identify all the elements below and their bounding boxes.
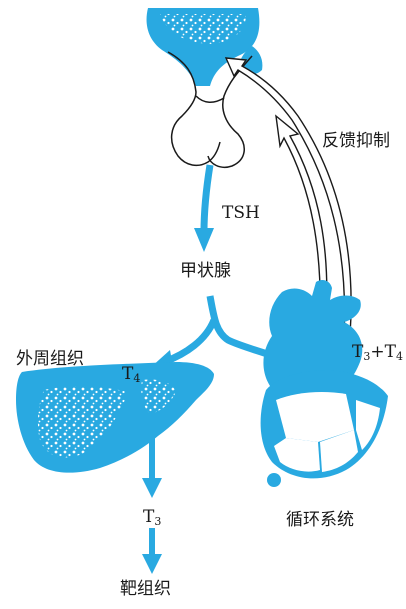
t3-base: T bbox=[143, 507, 154, 527]
tsh-label: TSH bbox=[222, 205, 260, 222]
t3t4-b-sub: 4 bbox=[396, 350, 403, 363]
t3t4-plus: +T bbox=[370, 342, 396, 362]
thyroid-output bbox=[164, 296, 280, 362]
circulation-label: 循环系统 bbox=[286, 512, 354, 529]
heart-circulation bbox=[261, 280, 388, 487]
t3-label: T3 bbox=[143, 509, 161, 527]
t3t4-label: T3+T4 bbox=[352, 344, 403, 362]
peripheral-label: 外周组织 bbox=[16, 351, 84, 368]
feedback-label: 反馈抑制 bbox=[322, 133, 390, 150]
t3-sub: 3 bbox=[154, 515, 161, 528]
t4-label: T4 bbox=[122, 366, 140, 384]
t3-to-target-arrow bbox=[142, 528, 162, 574]
thyroid-label: 甲状腺 bbox=[180, 263, 231, 280]
tsh-arrow bbox=[194, 165, 214, 252]
target-label: 靶组织 bbox=[120, 581, 171, 598]
liver bbox=[16, 362, 214, 473]
t4-sub: 4 bbox=[133, 372, 140, 385]
t4-base: T bbox=[122, 364, 133, 384]
t3t4-a: T bbox=[352, 342, 363, 362]
